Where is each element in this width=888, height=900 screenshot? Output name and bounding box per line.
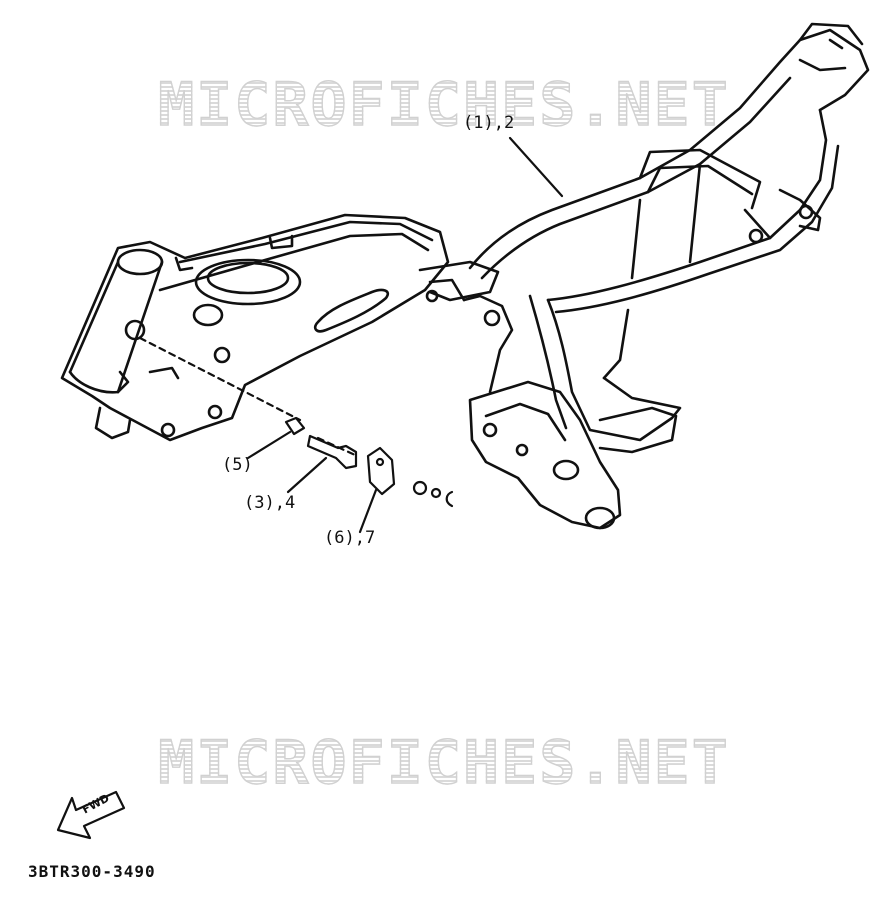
callout-screw: (3),4	[244, 493, 296, 513]
callout-bolt: (5)	[222, 455, 253, 475]
rear-housing	[60, 213, 500, 442]
exploded-hardware	[138, 136, 564, 534]
main-frame	[428, 22, 870, 530]
diagram-code: 3BTR300-3490	[28, 862, 156, 881]
callout-frame: (1),2	[463, 113, 515, 133]
callout-plate: (6),7	[324, 528, 376, 548]
fwd-arrow-icon	[56, 790, 126, 840]
